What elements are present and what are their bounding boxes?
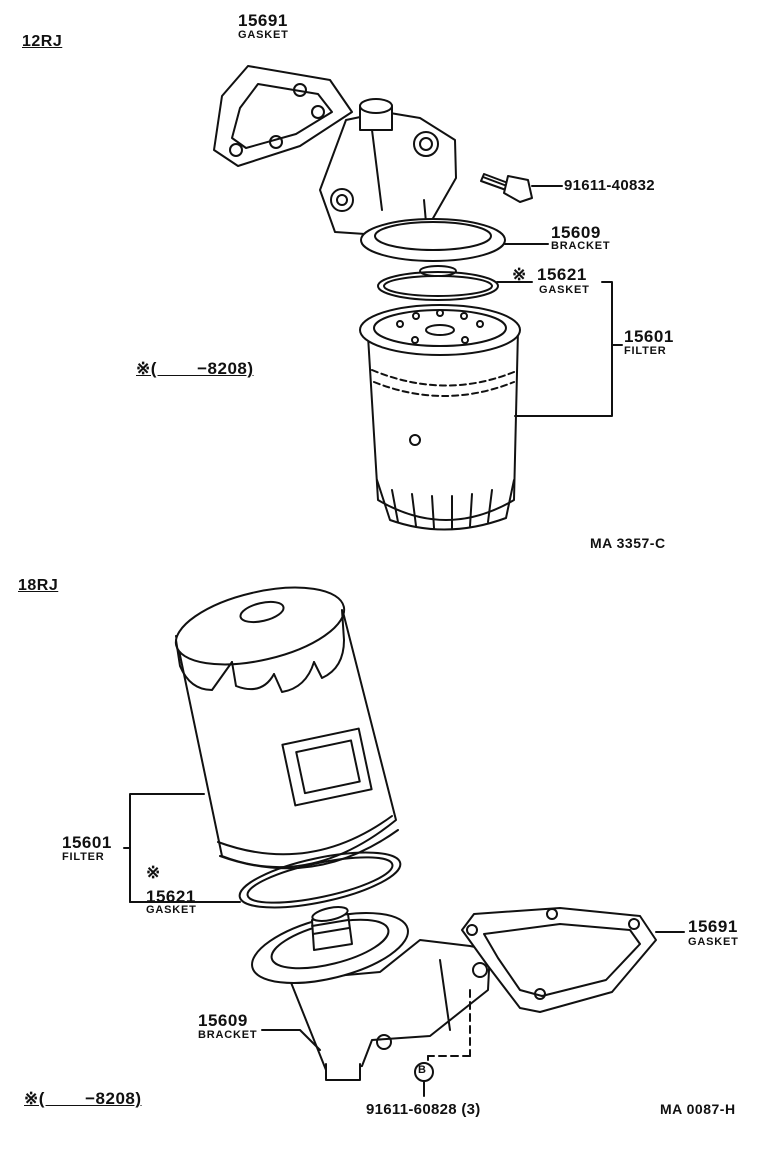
bolt-callout-letter: B [418,1064,426,1076]
gasket-part-number: 15691 [238,11,288,30]
bolt-part-number: 91611-40832 [564,177,655,194]
bracket-part-number: 15609 [551,223,601,242]
filter-15601-top-drawing [359,304,521,531]
filter-part-name: FILTER [624,345,667,357]
filter-gasket-15621-bottom-drawing [238,851,402,909]
filter-gasket-mark: ※ [512,265,527,284]
bracket-bottom-part-name: BRACKET [198,1029,258,1041]
engine-label-18rj: 18RJ [18,577,59,594]
gasket-15691-top-drawing [213,65,353,167]
bracket-part-name: BRACKET [551,240,611,252]
filter-part-number: 15601 [624,327,674,346]
engine-label-12rj: 12RJ [22,33,63,50]
bolt-bottom-part-number: 91611-60828 (3) [366,1101,481,1118]
filter-bottom-part-number: 15601 [62,833,112,852]
filter-gasket-part-name: GASKET [539,284,590,296]
serial-note-top: ※( −8208) [136,359,254,378]
filter-gasket-bottom-part-number: 15621 [146,887,196,906]
filter-15601-bottom-drawing [174,586,399,870]
bracket-15609-bottom-drawing [251,906,491,1081]
filter-gasket-bottom-mark: ※ [146,863,161,882]
gasket-bottom-part-number: 15691 [688,917,738,936]
serial-note-bottom: ※( −8208) [24,1089,142,1108]
bracket-bottom-part-number: 15609 [198,1011,248,1030]
filter-gasket-part-number: 15621 [537,265,587,284]
figure-ref-top: MA 3357-C [590,535,666,551]
gasket-15691-bottom-drawing [461,907,685,1013]
gasket-part-name: GASKET [238,29,289,41]
filter-gasket-bottom-part-name: GASKET [146,904,197,916]
gasket-bottom-part-name: GASKET [688,936,739,948]
bracket-15609-top-drawing [319,98,506,262]
figure-ref-bottom: MA 0087-H [660,1101,736,1117]
filter-gasket-15621-top-drawing [377,265,533,301]
filter-bottom-part-name: FILTER [62,851,105,863]
bolt-91611-40832-drawing [480,173,563,203]
